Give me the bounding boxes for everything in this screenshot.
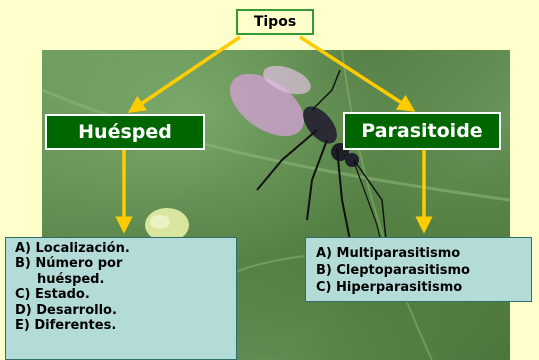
host-list: A) Localización. B) Número por huésped. … [5,237,237,360]
parasitoid-list-item: A) Multiparasitismo [316,245,531,262]
types-title: Tipos [236,9,314,35]
arrow-to-parasitoid [300,37,408,107]
host-list-item: E) Diferentes. [15,318,236,333]
parasitoid-list: A) Multiparasitismo B) Cleptoparasitismo… [305,237,532,302]
host-list-item: A) Localización. [15,241,236,256]
host-list-item: C) Estado. [15,287,236,302]
host-node: Huésped [45,114,205,150]
host-list-item: huésped. [15,272,236,287]
parasitoid-list-item: B) Cleptoparasitismo [316,262,531,279]
parasitoid-label: Parasitoide [361,120,482,142]
parasitoid-node: Parasitoide [343,112,501,150]
host-list-item: D) Desarrollo. [15,303,236,318]
host-list-item: B) Número por [15,256,236,271]
footer-note: · · · · · · · · [252,351,281,358]
arrow-to-host [135,37,240,108]
host-label: Huésped [78,121,172,143]
parasitoid-list-item: C) Hiperparasitismo [316,279,531,296]
